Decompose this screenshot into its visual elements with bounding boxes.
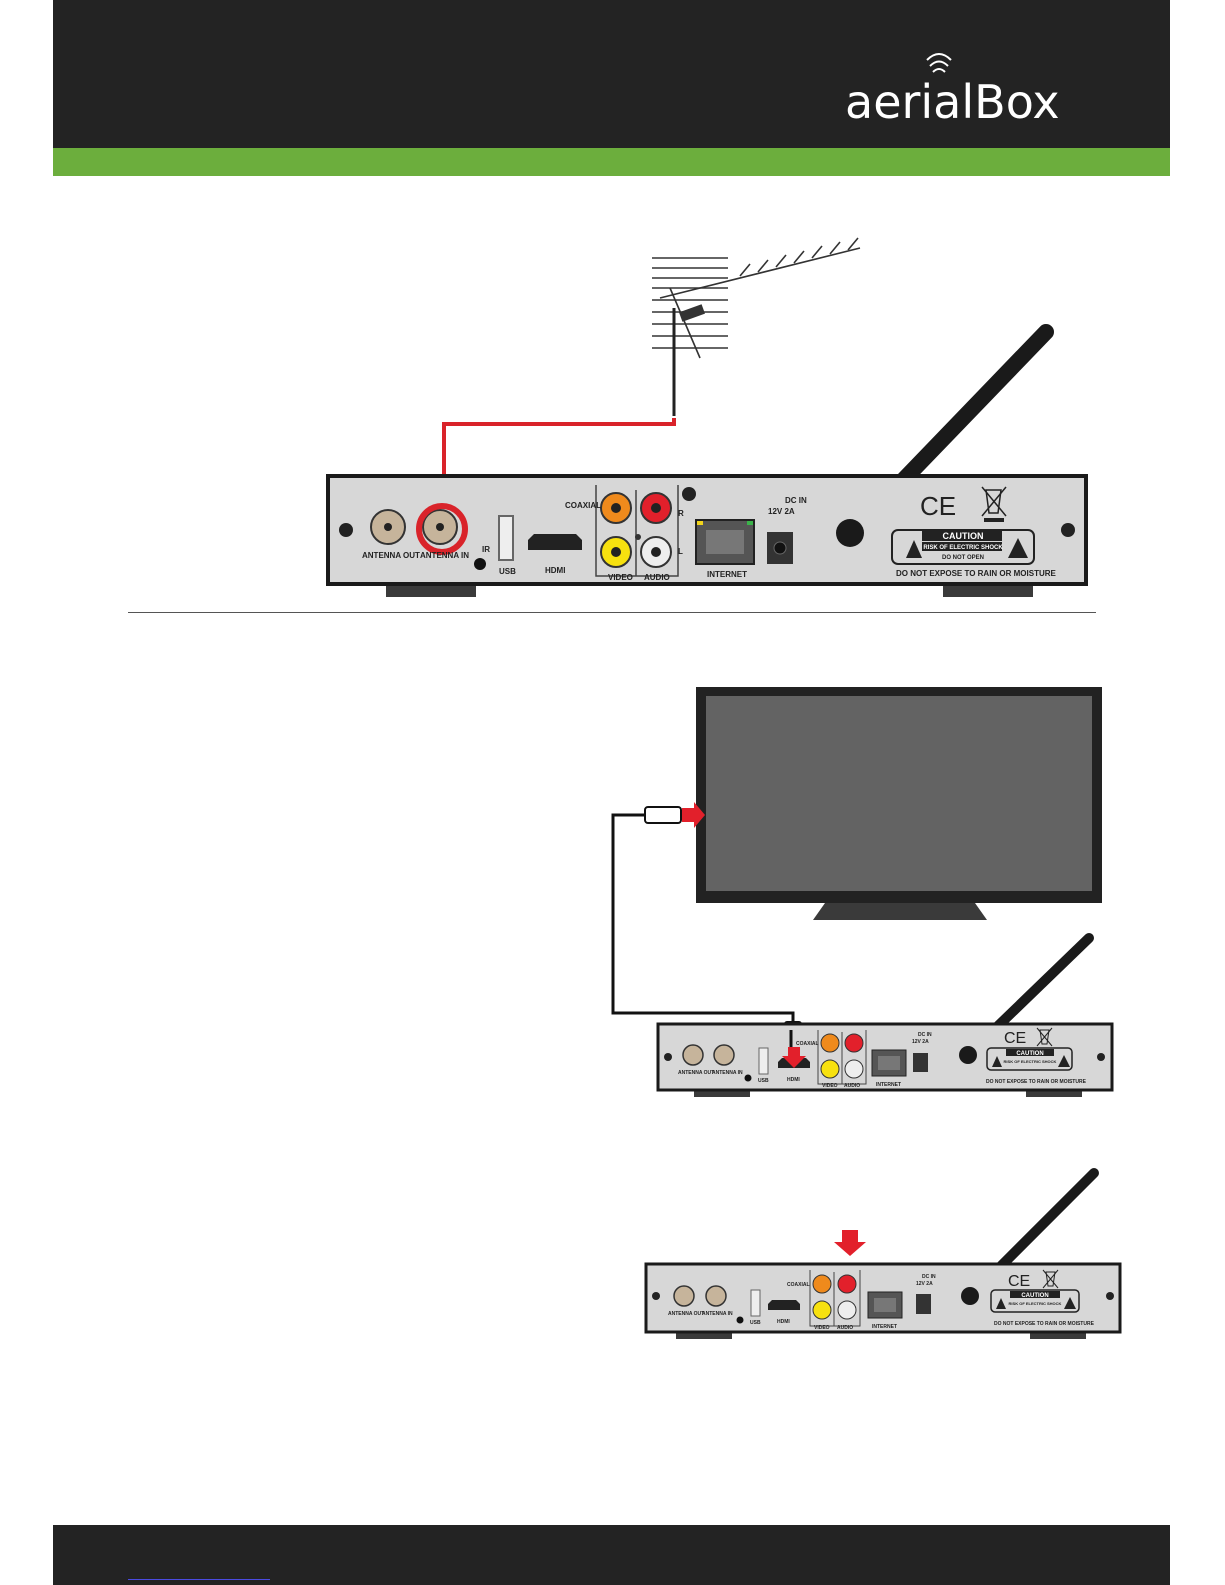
- do-not-open: DO NOT OPEN: [942, 555, 984, 561]
- svg-text:12V 2A: 12V 2A: [916, 1281, 933, 1287]
- usb-port: [498, 515, 514, 561]
- usb-label: USB: [499, 567, 516, 576]
- svg-text:CE: CE: [1004, 1030, 1026, 1047]
- svg-text:ANTENNA IN: ANTENNA IN: [702, 1311, 733, 1317]
- svg-text:DC IN: DC IN: [922, 1274, 936, 1280]
- television-illustration: [696, 687, 1102, 920]
- svg-text:RISK OF ELECTRIC SHOCK: RISK OF ELECTRIC SHOCK: [1009, 1301, 1062, 1306]
- svg-text:INTERNET: INTERNET: [872, 1324, 897, 1330]
- antenna-out-label: ANTENNA OUT: [362, 551, 420, 560]
- svg-text:AUDIO: AUDIO: [844, 1083, 860, 1089]
- caution-heading: CAUTION: [943, 531, 984, 541]
- shock-warning: RISK OF ELECTRIC SHOCK: [923, 545, 1003, 551]
- svg-text:DO NOT EXPOSE TO RAIN OR MOIST: DO NOT EXPOSE TO RAIN OR MOISTURE: [986, 1079, 1087, 1085]
- svg-text:VIDEO: VIDEO: [822, 1083, 838, 1089]
- svg-text:CE: CE: [1008, 1273, 1030, 1290]
- moisture-warning: DO NOT EXPOSE TO RAIN OR MOISTURE: [896, 569, 1057, 578]
- svg-text:USB: USB: [758, 1078, 769, 1084]
- antenna-in-highlight-ring: [416, 503, 468, 555]
- svg-text:VIDEO: VIDEO: [814, 1325, 830, 1331]
- accent-stripe: [53, 148, 1170, 176]
- footer-link-underline: [128, 1579, 270, 1580]
- hdmi-port: [528, 534, 582, 550]
- svg-text:HDMI: HDMI: [777, 1319, 790, 1325]
- svg-text:ANTENNA IN: ANTENNA IN: [712, 1070, 743, 1076]
- svg-text:12V 2A: 12V 2A: [912, 1039, 929, 1045]
- receiver-rear-panel-medium: ANTENNA OUT ANTENNA IN USB HDMI COAXIAL …: [656, 933, 1114, 1097]
- svg-text:DC IN: DC IN: [918, 1032, 932, 1038]
- footer-bar: [53, 1525, 1170, 1585]
- av-insert-arrow: [834, 1230, 866, 1256]
- hdmi-insert-arrow: [782, 1047, 806, 1068]
- header-bar: [53, 0, 1170, 148]
- dc-in-label: DC IN: [785, 496, 807, 505]
- svg-text:COAXIAL: COAXIAL: [796, 1041, 819, 1047]
- video-label: VIDEO: [608, 573, 633, 582]
- svg-text:COAXIAL: COAXIAL: [787, 1282, 810, 1288]
- svg-text:ANTENNA OUT: ANTENNA OUT: [678, 1070, 714, 1076]
- svg-text:RISK OF ELECTRIC SHOCK: RISK OF ELECTRIC SHOCK: [1004, 1059, 1057, 1064]
- svg-text:CAUTION: CAUTION: [1021, 1293, 1048, 1299]
- weee-bin-icon: [981, 486, 1007, 517]
- receiver-rear-panel-large: ANTENNA OUT ANTENNA IN IR USB HDMI COAXI…: [326, 324, 1088, 597]
- hdmi-label: HDMI: [545, 566, 565, 575]
- internet-label: INTERNET: [707, 570, 747, 579]
- antenna-in-label: ANTENNA IN: [420, 551, 469, 560]
- aerial-antenna-illustration: [652, 237, 861, 416]
- coaxial-label: COAXIAL: [565, 501, 601, 510]
- audio-label: AUDIO: [644, 573, 670, 582]
- svg-text:INTERNET: INTERNET: [876, 1082, 901, 1088]
- ir-label: IR: [482, 545, 490, 554]
- svg-text:CAUTION: CAUTION: [1016, 1051, 1043, 1057]
- section-divider: [128, 612, 1096, 613]
- ce-mark: CE: [920, 491, 956, 521]
- receiver-rear-panel-small: ANTENNA OUT ANTENNA IN USB HDMI COAXIAL …: [644, 1168, 1122, 1339]
- svg-text:ANTENNA OUT: ANTENNA OUT: [668, 1311, 704, 1317]
- dc-rating-label: 12V 2A: [768, 507, 795, 516]
- logo-text: aerialBox: [845, 75, 1060, 129]
- audio-l-label: L: [678, 547, 683, 556]
- aerialbox-logo: aerialBox: [845, 53, 1060, 129]
- svg-text:USB: USB: [750, 1320, 761, 1326]
- audio-r-label: R: [678, 509, 684, 518]
- svg-text:DO NOT EXPOSE TO RAIN OR MOIST: DO NOT EXPOSE TO RAIN OR MOISTURE: [994, 1321, 1095, 1327]
- svg-text:AUDIO: AUDIO: [837, 1325, 853, 1331]
- svg-text:HDMI: HDMI: [787, 1077, 800, 1083]
